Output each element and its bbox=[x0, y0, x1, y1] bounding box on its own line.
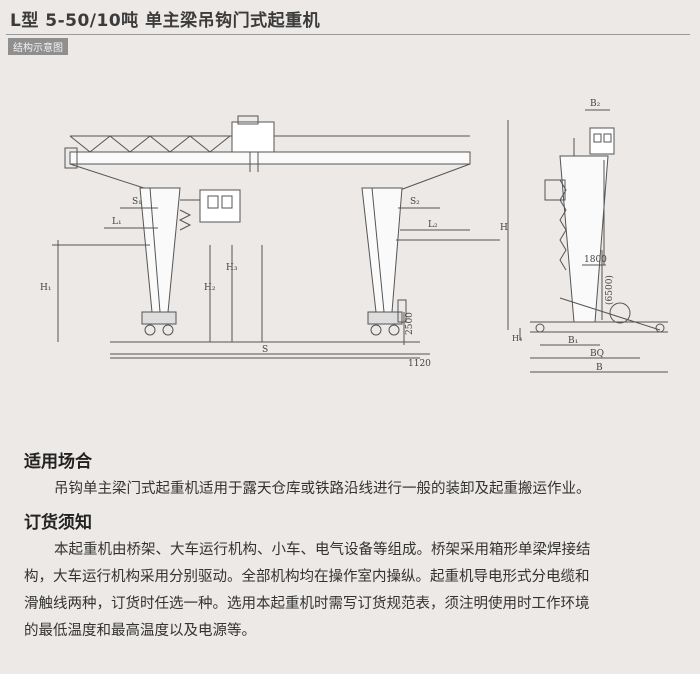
dim-2500: 2500 bbox=[405, 312, 415, 335]
dim-l2: L₂ bbox=[428, 220, 438, 230]
dim-h4: H₄ bbox=[512, 334, 522, 343]
dim-1120: 1120 bbox=[408, 359, 431, 369]
section-body-application: 吊钩单主梁门式起重机适用于露天仓库或铁路沿线进行一般的装卸及起重搬运作业。 bbox=[24, 476, 674, 503]
page-title: L型 5-50/10吨 单主梁吊钩门式起重机 bbox=[10, 11, 321, 31]
dim-s1: S₁ bbox=[132, 197, 142, 207]
dim-b: B bbox=[596, 363, 603, 373]
dim-h3: H₃ bbox=[226, 263, 238, 273]
ordering-line-1: 本起重机由桥架、大车运行机构、小车、电气设备等组成。桥架采用箱形单梁焊接结 bbox=[54, 542, 591, 558]
crane-structure-diagram: S₁ L₁ H₁ H₂ H₃ L₂ S₂ S 2500 1120 B₂ H 18… bbox=[40, 99, 668, 373]
ordering-line-2: 构，大车运行机构采用分别驱动。全部机构均在操作室内操纵。起重机导电形式分电缆和 bbox=[24, 569, 590, 585]
diagram-tag: 结构示意图 bbox=[8, 38, 68, 55]
ordering-line-4: 的最低温度和最高温度以及电源等。 bbox=[24, 623, 256, 639]
dim-6500: (6500) bbox=[604, 275, 615, 305]
section-body-ordering: 本起重机由桥架、大车运行机构、小车、电气设备等组成。桥架采用箱形单梁焊接结 构，… bbox=[24, 537, 674, 645]
ordering-line-3: 滑触线两种，订货时任选一种。选用本起重机时需写订货规范表，须注明使用时工作环境 bbox=[24, 596, 590, 612]
title-divider bbox=[6, 34, 690, 35]
section-heading-application: 适用场合 bbox=[24, 452, 92, 472]
dim-h1: H₁ bbox=[40, 283, 51, 293]
dim-b2: B₂ bbox=[590, 99, 601, 109]
dim-b1: B₁ bbox=[568, 336, 578, 346]
dim-1800: 1800 bbox=[584, 255, 607, 265]
dim-h2: H₂ bbox=[204, 283, 216, 293]
application-line-1: 吊钩单主梁门式起重机适用于露天仓库或铁路沿线进行一般的装卸及起重搬运作业。 bbox=[54, 481, 591, 497]
dim-l1: L₁ bbox=[112, 217, 122, 227]
dim-s: S bbox=[262, 345, 268, 355]
section-heading-ordering: 订货须知 bbox=[24, 513, 92, 533]
dim-h: H bbox=[500, 223, 508, 233]
dim-bq: BQ bbox=[590, 349, 604, 359]
dim-s2: S₂ bbox=[410, 197, 420, 207]
